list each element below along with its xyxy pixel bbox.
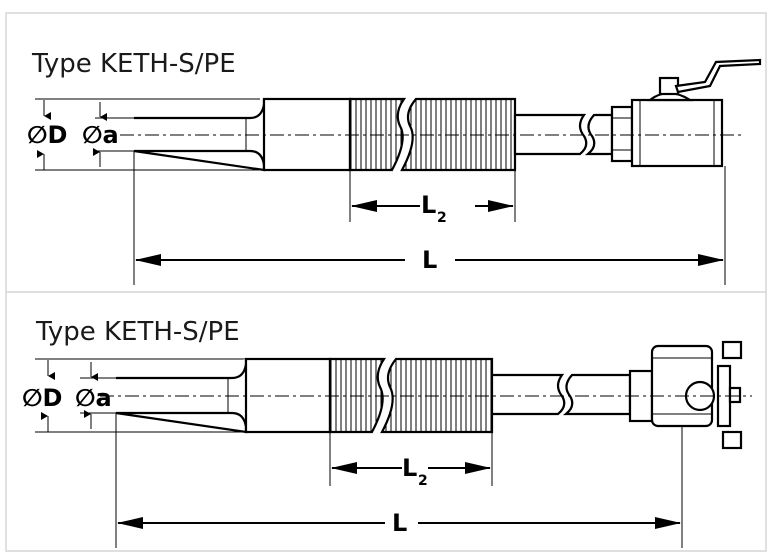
diagram-1-inner-diameter-label: ∅a bbox=[82, 121, 119, 149]
diagram-1-title: Type KETH-S/PE bbox=[31, 49, 236, 79]
diagram-2-l-label: L bbox=[392, 509, 407, 537]
diagram-2-flange-bolt bbox=[728, 386, 742, 404]
diagram-2-inner-diameter-label: ∅a bbox=[75, 384, 112, 412]
diagram-1: Type KETH-S/PE ∅D ∅a bbox=[27, 49, 762, 285]
diagram-1-ball-valve bbox=[630, 98, 724, 168]
diagram-2-outer-diameter-label: ∅D bbox=[22, 384, 62, 412]
diagram-1-fitting bbox=[610, 105, 634, 163]
diagram-2-title: Type KETH-S/PE bbox=[35, 317, 240, 347]
diagram-2-flange-tab-top bbox=[721, 340, 743, 360]
diagram-2-cable-right bbox=[562, 373, 632, 416]
diagram-1-valve-handle bbox=[674, 58, 762, 94]
diagram-1-l-label: L bbox=[422, 246, 437, 274]
diagram-2-l2-subscript: 2 bbox=[418, 473, 428, 489]
diagram-2-l2-label: L bbox=[402, 454, 417, 482]
diagram-1-outer-diameter-label: ∅D bbox=[27, 121, 67, 149]
outer-frame bbox=[5, 12, 767, 552]
diagram-1-l2-subscript: 2 bbox=[437, 210, 447, 226]
diagram-1-l2-label: L bbox=[421, 191, 436, 219]
diagram-2-cable-left bbox=[490, 373, 566, 416]
diagram-2: Type KETH-S/PE ∅D ∅a bbox=[22, 317, 752, 548]
diagram-2-flange-tab-bottom bbox=[721, 430, 743, 450]
